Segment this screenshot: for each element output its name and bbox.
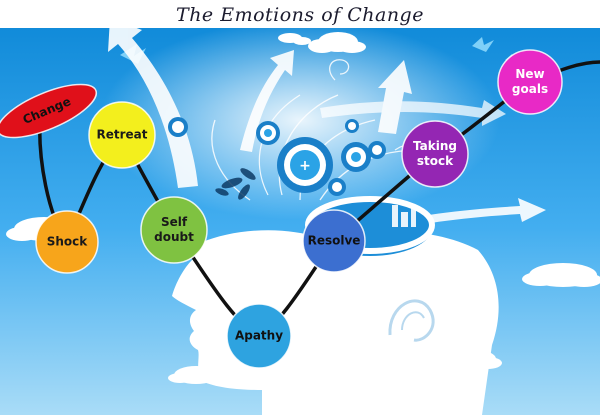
stage-label: Resolve [308,234,361,248]
stage-bubble [88,101,156,169]
arrow-icon [320,100,506,126]
swoosh-arrows [108,18,546,258]
stage-label: New [515,67,544,81]
ear-inner [401,311,425,331]
stage-bubble [497,49,563,115]
stage-node-retreat: Retreat [88,101,156,169]
stage-bubble [401,120,469,188]
stage-label: Taking [413,139,457,153]
head-silhouette [172,230,499,415]
stage-label: Shock [47,235,89,249]
target-icon [256,121,280,145]
target-icon [341,142,371,172]
target-icon [345,119,359,133]
ear [388,299,435,342]
stage-node-apathy: Apathy [226,303,292,369]
cloud [308,32,366,53]
target-icon: + [277,137,333,193]
stage-bubble [302,209,366,273]
bird-icon [472,37,494,52]
arrow-icon [240,50,294,152]
stage-label: stock [417,154,454,168]
arrow-icon [300,198,546,258]
target-icon [168,117,188,137]
stage-node-shock: Shock [35,210,99,274]
arrow-icon [378,60,412,134]
target-circles: + [168,117,386,196]
stage-label: Retreat [96,128,147,142]
target-icon [368,141,386,159]
stage-bubble [226,303,292,369]
stage-label: Self [161,215,188,229]
city-silhouette [392,205,416,227]
cloud [278,33,311,45]
arrow-icon [108,18,198,188]
target-icon [328,178,346,196]
floral-ornament [215,168,256,200]
svg-text:+: + [299,158,311,174]
diagram-title: The Emotions of Change [176,4,424,26]
stage-label: doubt [154,230,194,244]
stage-bubble [0,83,98,139]
stage-bubble [35,210,99,274]
stage-bubble [140,196,208,264]
stage-node-change: Change [0,83,98,139]
stage-node-resolve: Resolve [302,209,366,273]
stage-label: goals [512,82,548,96]
stage-label: Apathy [235,329,283,343]
cloud [522,263,600,287]
